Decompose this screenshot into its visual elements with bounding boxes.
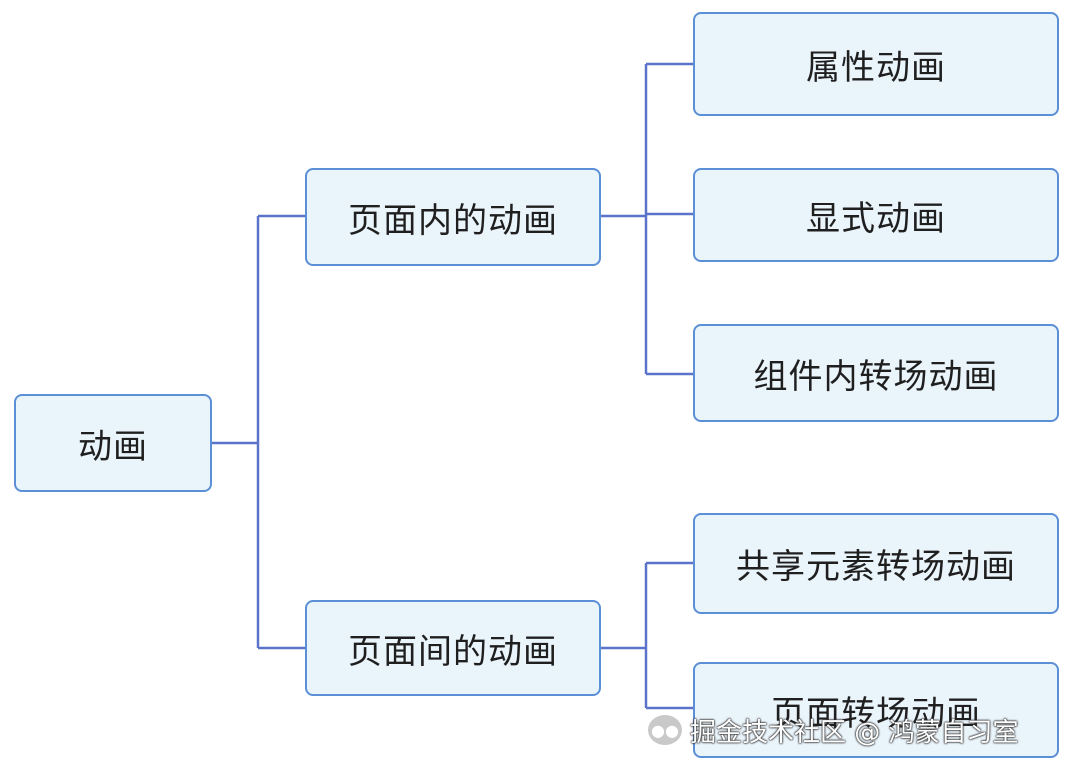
node-shared-element-transition: 共享元素转场动画 [693,513,1059,614]
node-component-transition: 组件内转场动画 [693,324,1059,422]
wechat-icon: ●● [648,715,682,745]
node-root: 动画 [14,394,212,492]
node-property-animation: 属性动画 [693,12,1059,116]
node-explicit-animation: 显式动画 [693,168,1059,262]
node-between-pages: 页面间的动画 [305,600,601,696]
node-in-page: 页面内的动画 [305,168,601,266]
watermark-text: 掘金技术社区 @ 鸿蒙自习室 [690,717,1019,748]
watermark: ●● 掘金技术社区 @ 鸿蒙自习室 [648,708,1019,752]
node-page-transition: 页面转场动画 [693,662,1059,758]
